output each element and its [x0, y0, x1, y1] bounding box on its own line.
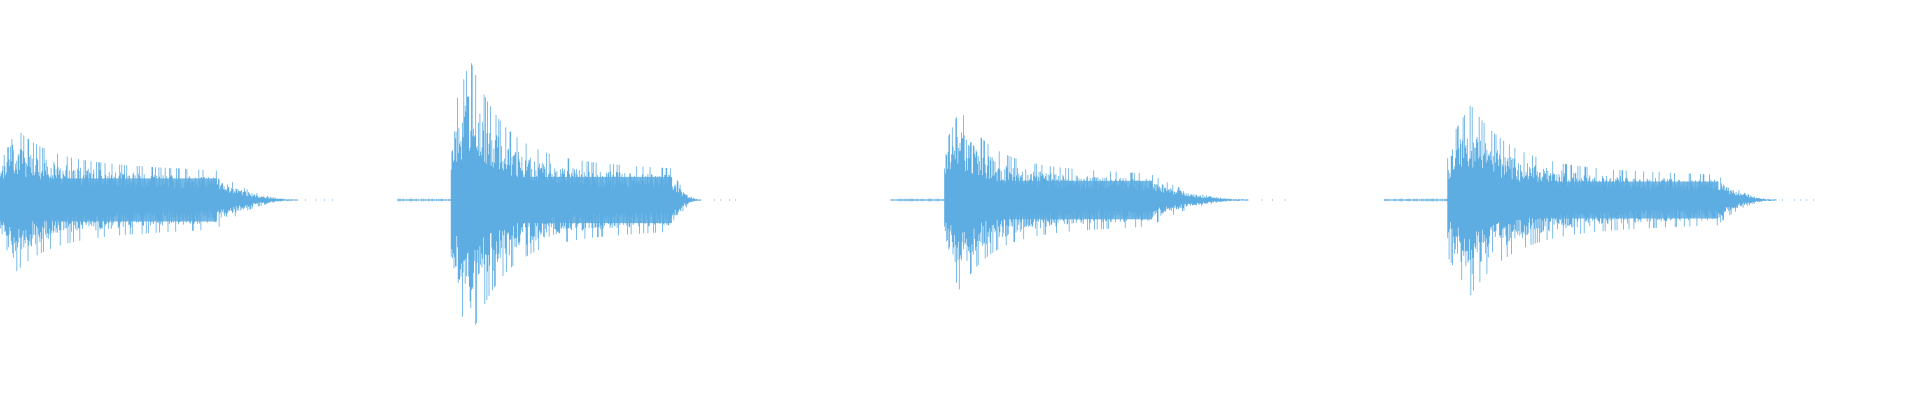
- waveform-core-3: [944, 180, 1152, 220]
- waveform-clip-3[interactable]: [890, 115, 1286, 290]
- waveform-core-4: [1447, 181, 1719, 219]
- waveform-clip-2[interactable]: [397, 63, 737, 325]
- waveform-clip-4[interactable]: [1383, 105, 1815, 296]
- waveform-core-2: [451, 176, 672, 224]
- waveform-clip-1[interactable]: [0, 132, 333, 272]
- waveform-core-1: [0, 178, 217, 222]
